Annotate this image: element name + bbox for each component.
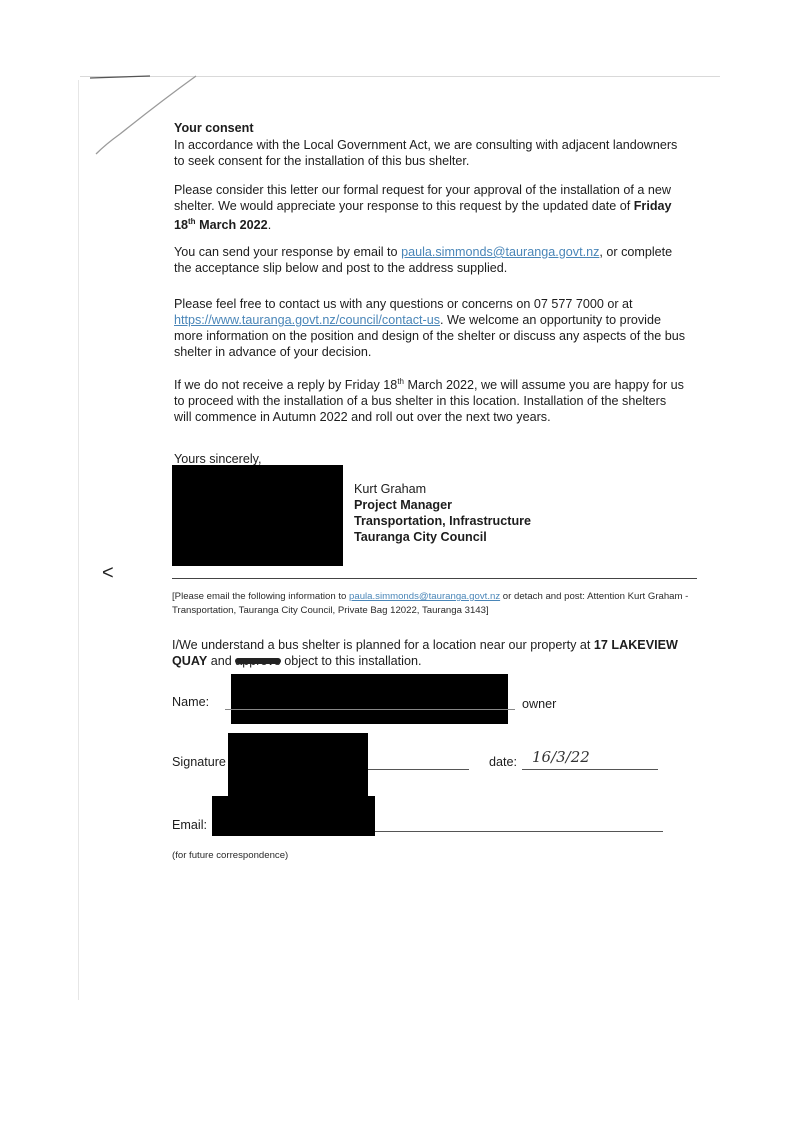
slip-statement: I/We understand a bus shelter is planned… <box>172 638 678 669</box>
chevron-left-icon[interactable]: < <box>102 562 114 584</box>
struck-out-option: approve <box>235 653 281 669</box>
property-address: 17 LAKEVIEW QUAY <box>172 638 678 668</box>
redacted-signature-field <box>228 733 368 797</box>
signatory-org: Tauranga City Council <box>354 530 487 544</box>
scan-edge-left <box>78 80 79 1000</box>
signatory-title: Project Manager <box>354 498 452 512</box>
consent-paragraph-3: You can send your response by email to p… <box>174 245 673 275</box>
date-value: 16/3/22 <box>532 748 590 766</box>
detach-line <box>172 578 697 579</box>
closing: Yours sincerely, <box>174 452 262 466</box>
email-link[interactable]: paula.simmonds@tauranga.govt.nz <box>401 245 600 259</box>
date-label: date: <box>489 755 518 769</box>
email-line <box>375 831 663 832</box>
consent-paragraph-5: If we do not receive a reply by Friday 1… <box>174 377 684 425</box>
signatory-department: Transportation, Infrastructure <box>354 514 532 528</box>
owner-label: owner <box>522 697 557 711</box>
consent-paragraph-1: In accordance with the Local Government … <box>174 138 678 168</box>
deadline-date: Friday 18th March 2022 <box>174 199 672 233</box>
signatory-block: Kurt Graham Project Manager Transportati… <box>354 481 531 545</box>
slip-instructions: [Please email the following information … <box>172 591 689 616</box>
signature-label: Signature <box>172 755 226 769</box>
consent-paragraph-2: Please consider this letter our formal r… <box>174 183 672 233</box>
pen-stroke-mark <box>90 75 197 155</box>
redacted-email <box>212 796 375 836</box>
signatory-name: Kurt Graham <box>354 482 427 496</box>
email-label: Email: <box>172 818 207 832</box>
scan-edge-top <box>80 76 720 77</box>
redacted-signature <box>172 465 343 566</box>
contact-link[interactable]: https://www.tauranga.govt.nz/council/con… <box>174 313 441 327</box>
slip-email-link[interactable]: paula.simmonds@tauranga.govt.nz <box>349 591 501 602</box>
redacted-name <box>231 674 508 724</box>
name-line <box>225 709 515 710</box>
name-label: Name: <box>172 695 210 709</box>
signature-line <box>368 769 469 770</box>
consent-heading: Your consent <box>174 121 254 135</box>
date-line <box>522 769 658 770</box>
email-note: (for future correspondence) <box>172 850 289 861</box>
consent-paragraph-4: Please feel free to contact us with any … <box>174 297 686 359</box>
